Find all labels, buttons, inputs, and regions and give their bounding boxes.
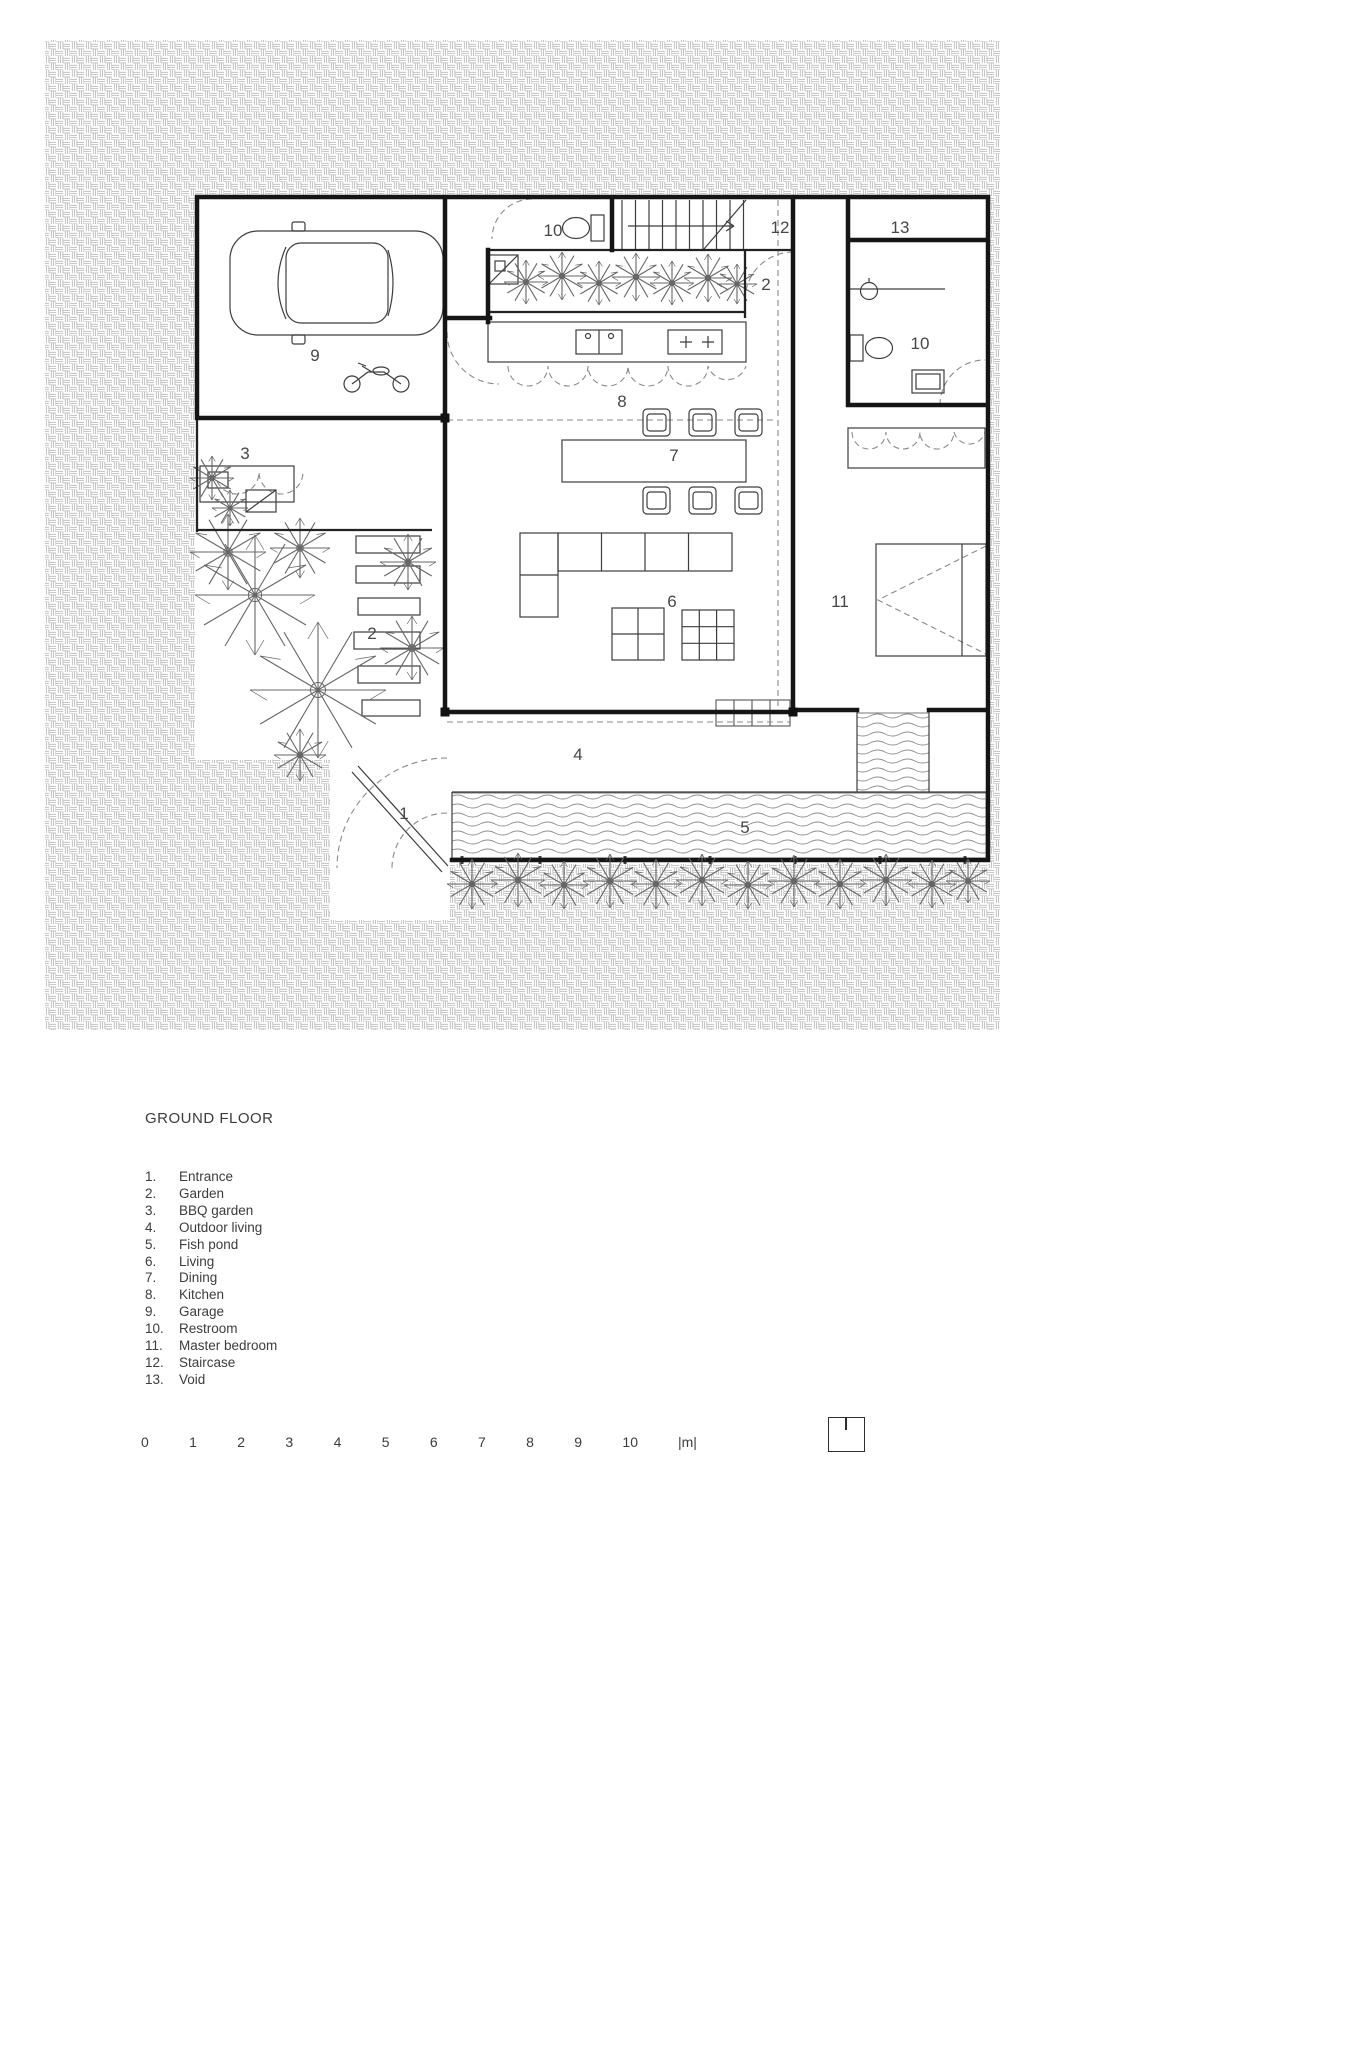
room-label: 8: [617, 392, 626, 411]
legend-number: 6.: [145, 1253, 157, 1269]
legend-item: 12. Staircase: [145, 1355, 277, 1372]
section-marker-icon: [828, 1417, 865, 1452]
legend-item: 11. Master bedroom: [145, 1338, 277, 1355]
staircase: [621, 199, 747, 250]
room-label: 2: [761, 275, 770, 294]
section-marker-line: [845, 1417, 847, 1430]
legend-label: Fish pond: [179, 1236, 239, 1252]
room-label: 9: [310, 346, 319, 365]
scale-tick: 0: [141, 1434, 149, 1450]
legend-item: 10. Restroom: [145, 1321, 277, 1338]
room-label: 10: [544, 221, 563, 240]
legend-number: 13.: [145, 1371, 164, 1387]
room-label: 10: [911, 334, 930, 353]
legend-number: 5.: [145, 1236, 157, 1252]
scale-unit: |m|: [678, 1434, 697, 1450]
room-label: 3: [240, 444, 249, 463]
legend-label: Garage: [179, 1304, 225, 1320]
room-labels: 10 12 13 2 10 9 8 3 7 6 11 2 4 1 5: [240, 218, 929, 837]
legend-item: 13. Void: [145, 1372, 277, 1389]
legend-item: 1. Entrance: [145, 1169, 277, 1186]
legend-number: 12.: [145, 1354, 164, 1370]
legend-number: 11.: [145, 1338, 163, 1354]
legend-number: 3.: [145, 1202, 157, 1218]
room-label: 11: [831, 592, 849, 611]
legend-label: Living: [179, 1253, 215, 1269]
scale-tick: 2: [237, 1434, 246, 1450]
legend-number: 1.: [145, 1169, 157, 1184]
legend-label: Garden: [179, 1185, 225, 1201]
scale-tick: 6: [429, 1434, 438, 1450]
room-label: 13: [891, 218, 910, 237]
legend-item: 3. BBQ garden: [145, 1203, 277, 1220]
dashed-lines: [214, 198, 987, 869]
legend-label: Kitchen: [179, 1287, 225, 1303]
sofa-set: [519, 532, 735, 661]
legend-number: 4.: [145, 1219, 157, 1235]
scooter: [343, 362, 410, 393]
kitchen-counter: [487, 321, 747, 363]
scale-tick: 7: [477, 1434, 486, 1450]
scale-tick: 9: [574, 1434, 583, 1450]
legend-label: Restroom: [179, 1321, 238, 1337]
scale-tick: 3: [285, 1434, 294, 1450]
legend-label: Master bedroom: [179, 1338, 278, 1354]
dining-table: [561, 439, 747, 483]
scale-tick: 5: [381, 1434, 390, 1450]
legend-item: 2. Garden: [145, 1186, 277, 1203]
legend-item: 8. Kitchen: [145, 1287, 277, 1304]
room-label: 7: [669, 446, 678, 465]
scale-tick: 1: [189, 1434, 197, 1450]
legend-item: 9. Garage: [145, 1304, 277, 1321]
legend-label: Entrance: [179, 1169, 234, 1184]
toilet-top: [561, 214, 605, 242]
room-label: 5: [740, 818, 749, 837]
legend-number: 9.: [145, 1304, 157, 1320]
entrance-ramp: [351, 765, 449, 873]
legend-label: BBQ garden: [179, 1202, 254, 1218]
room-label: 12: [771, 218, 790, 237]
scale-bar: 0 1 2 3 4 5 6 7 8 9 10: [141, 1434, 638, 1450]
columns: [440, 413, 798, 717]
legend-label: Void: [179, 1371, 206, 1387]
room-label: 1: [399, 804, 408, 823]
legend-number: 2.: [145, 1185, 157, 1201]
scale-tick: 8: [526, 1434, 534, 1450]
walls-medium: [195, 248, 793, 532]
shower-drain: [911, 369, 945, 394]
legend-item: 6. Living: [145, 1254, 277, 1271]
page-title: GROUND FLOOR: [145, 1110, 274, 1127]
room-label: 4: [573, 745, 582, 764]
vanity-sink: [850, 278, 945, 301]
legend-number: 10.: [145, 1321, 164, 1337]
legend-item: 7. Dining: [145, 1270, 277, 1287]
dining-chairs: [642, 408, 763, 515]
legend-item: 4. Outdoor living: [145, 1220, 277, 1237]
legend: GROUND FLOOR 1. Entrance 2. Garden 3. BBQ g…: [145, 1110, 277, 1389]
bbq-counter: [199, 465, 295, 513]
legend-label: Dining: [179, 1270, 218, 1286]
room-label: 6: [667, 592, 676, 611]
legend-item: 5. Fish pond: [145, 1237, 277, 1254]
legend-number: 8.: [145, 1287, 157, 1303]
room-label: 2: [367, 624, 376, 643]
walls-thick: [194, 194, 991, 863]
floor-plan: 10 12 13 2 10 9 8 3 7 6 11 2 4 1 5: [45, 40, 1000, 1030]
scale-tick: 10: [622, 1434, 638, 1450]
scale-tick: 4: [333, 1434, 342, 1450]
legend-label: Outdoor living: [179, 1219, 263, 1235]
legend-number: 7.: [145, 1270, 157, 1286]
legend-label: Staircase: [179, 1354, 236, 1370]
wardrobe: [847, 427, 986, 469]
stepping-planks: [353, 535, 421, 717]
